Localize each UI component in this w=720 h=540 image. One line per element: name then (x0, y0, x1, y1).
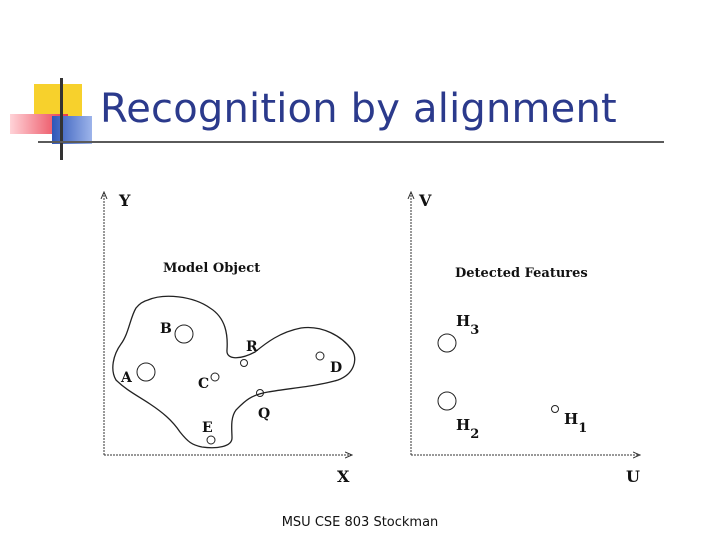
point-label-a: A (120, 370, 133, 386)
feature-c-circle (210, 372, 220, 382)
feature-e-circle (206, 435, 216, 445)
logo-vertical-line (60, 78, 63, 160)
point-label-c: C (198, 376, 209, 392)
footer-credit: MSU CSE 803 Stockman (281, 515, 439, 530)
logo-blue-bar (52, 116, 92, 144)
title-divider (38, 141, 664, 143)
feature-h1-circle (551, 405, 559, 413)
feature-q-circle (256, 389, 264, 397)
right-y-label: V (418, 191, 432, 210)
feature-d-circle (315, 351, 325, 361)
feature-h2-circle (437, 391, 457, 411)
point-label-d: D (330, 360, 342, 376)
right-axes (411, 192, 640, 455)
page-title: Recognition by alignment (100, 86, 617, 132)
feature-a-circle (136, 362, 156, 382)
model-object-caption: Model Object (163, 261, 260, 276)
detected-features-caption: Detected Features (455, 266, 588, 281)
left-x-label: X (337, 467, 350, 486)
left-axes (104, 192, 352, 455)
feature-label-h3: H3 (456, 312, 479, 338)
feature-h3-circle (437, 333, 457, 353)
point-label-q: Q (258, 406, 270, 422)
feature-r-circle (240, 359, 248, 367)
point-label-e: E (202, 420, 213, 436)
point-label-b: B (160, 321, 172, 337)
feature-label-h1: H1 (564, 410, 587, 436)
point-label-r: R (246, 339, 258, 355)
model-object-outline (112, 295, 356, 449)
feature-label-h2: H2 (456, 416, 479, 442)
feature-b-circle (174, 324, 194, 344)
right-x-label: U (626, 467, 640, 486)
left-y-label: Y (118, 191, 131, 210)
